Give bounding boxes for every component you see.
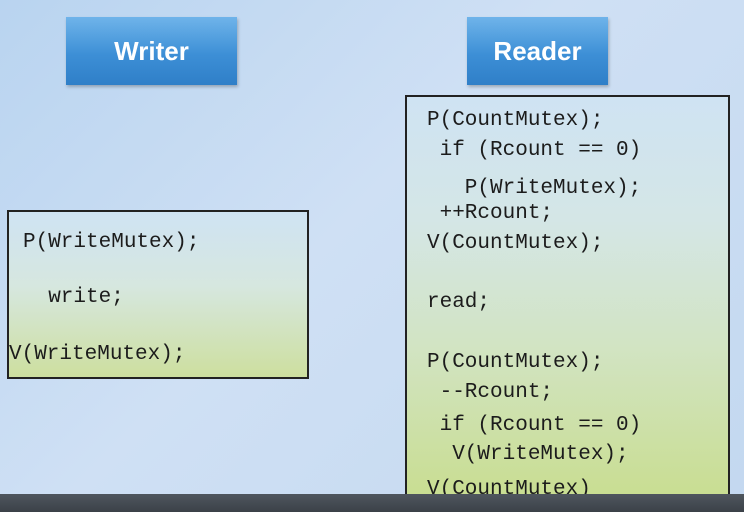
writer-title: Writer [66, 17, 237, 85]
reader-line: ++Rcount; [427, 202, 554, 225]
reader-line: read; [427, 291, 491, 314]
reader-line: P(WriteMutex); [427, 177, 642, 200]
reader-code-box: P(CountMutex); if (Rcount == 0) P(WriteM… [405, 95, 730, 509]
writer-line-acquire: P(WriteMutex); [23, 231, 200, 254]
bottom-bar [0, 494, 744, 512]
reader-line: P(CountMutex); [427, 109, 604, 132]
reader-line: if (Rcount == 0) [427, 139, 642, 162]
reader-line: V(WriteMutex); [427, 443, 629, 466]
reader-line: V(CountMutex); [427, 232, 604, 255]
reader-title: Reader [467, 17, 608, 85]
writer-line-release: V(WriteMutex); [9, 343, 186, 366]
reader-line: --Rcount; [427, 381, 554, 404]
reader-line: if (Rcount == 0) [427, 414, 642, 437]
reader-line: P(CountMutex); [427, 351, 604, 374]
writer-line-write: write; [23, 286, 124, 309]
writer-code-box: P(WriteMutex); write; V(WriteMutex); [7, 210, 309, 379]
